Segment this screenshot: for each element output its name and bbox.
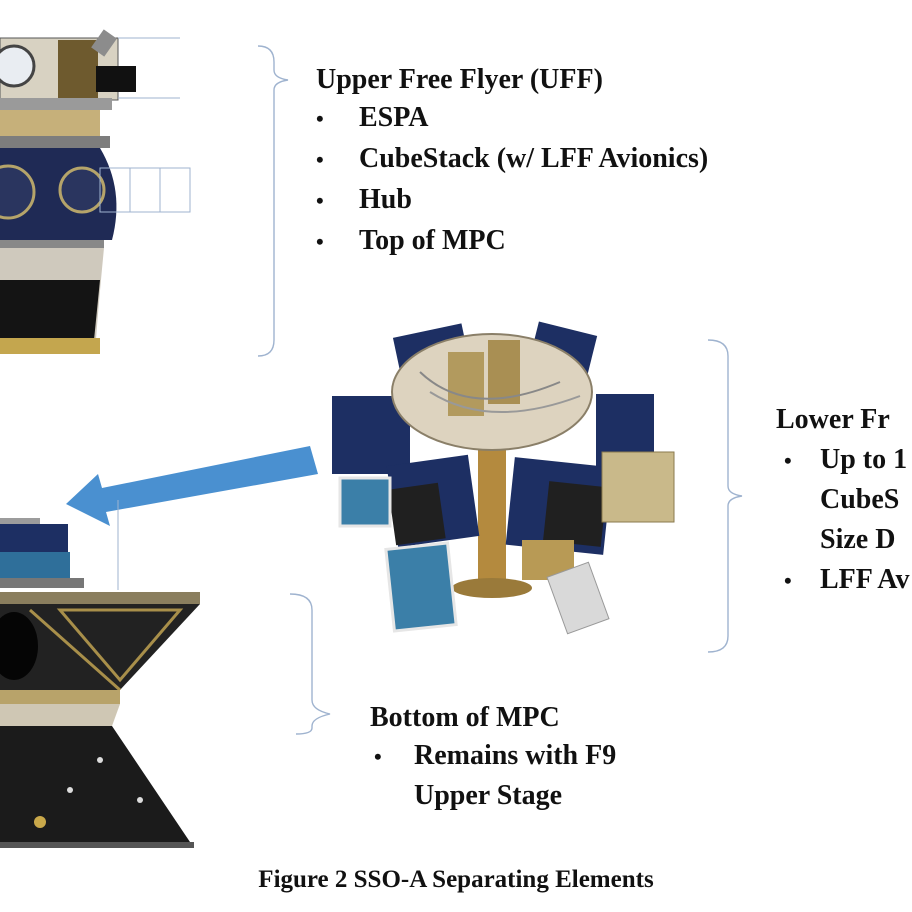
uff-bracket <box>257 45 289 357</box>
list-item: •LFF Av <box>784 564 910 595</box>
list-item: •Top of MPC <box>316 225 506 256</box>
bottom-mpc-heading: Bottom of MPC <box>370 702 560 733</box>
figure-caption: Figure 2 SSO-A Separating Elements <box>258 866 654 893</box>
list-item: •Up to 1 <box>784 444 908 475</box>
lff-list: •Up to 1 CubeS Size D •LFF Av <box>784 444 909 604</box>
list-item: •ESPA <box>316 102 429 133</box>
list-item: Upper Stage <box>414 780 563 811</box>
lower-free-flyer-render <box>332 321 675 635</box>
list-item: •Remains with F9 <box>374 740 617 771</box>
separation-arrow <box>66 446 318 526</box>
list-item: •Hub <box>316 184 412 215</box>
list-item: •CubeStack (w/ LFF Avionics) <box>316 143 709 174</box>
bottom-mpc-list: •Remains with F9 Upper Stage <box>374 740 616 820</box>
lff-bracket <box>707 339 743 653</box>
bottom-mpc-render <box>0 500 200 848</box>
upper-free-flyer-render <box>0 29 191 354</box>
list-item: CubeS <box>820 484 900 515</box>
lff-text-region: Lower Fr •Up to 1 CubeS Size D •LFF Av <box>776 400 912 610</box>
lff-heading: Lower Fr <box>776 404 890 435</box>
bottom-mpc-bracket <box>289 593 331 735</box>
list-item: Size D <box>820 524 896 555</box>
uff-heading: Upper Free Flyer (UFF) <box>316 64 603 95</box>
uff-list: •ESPA •CubeStack (w/ LFF Avionics) •Hub … <box>316 102 708 266</box>
